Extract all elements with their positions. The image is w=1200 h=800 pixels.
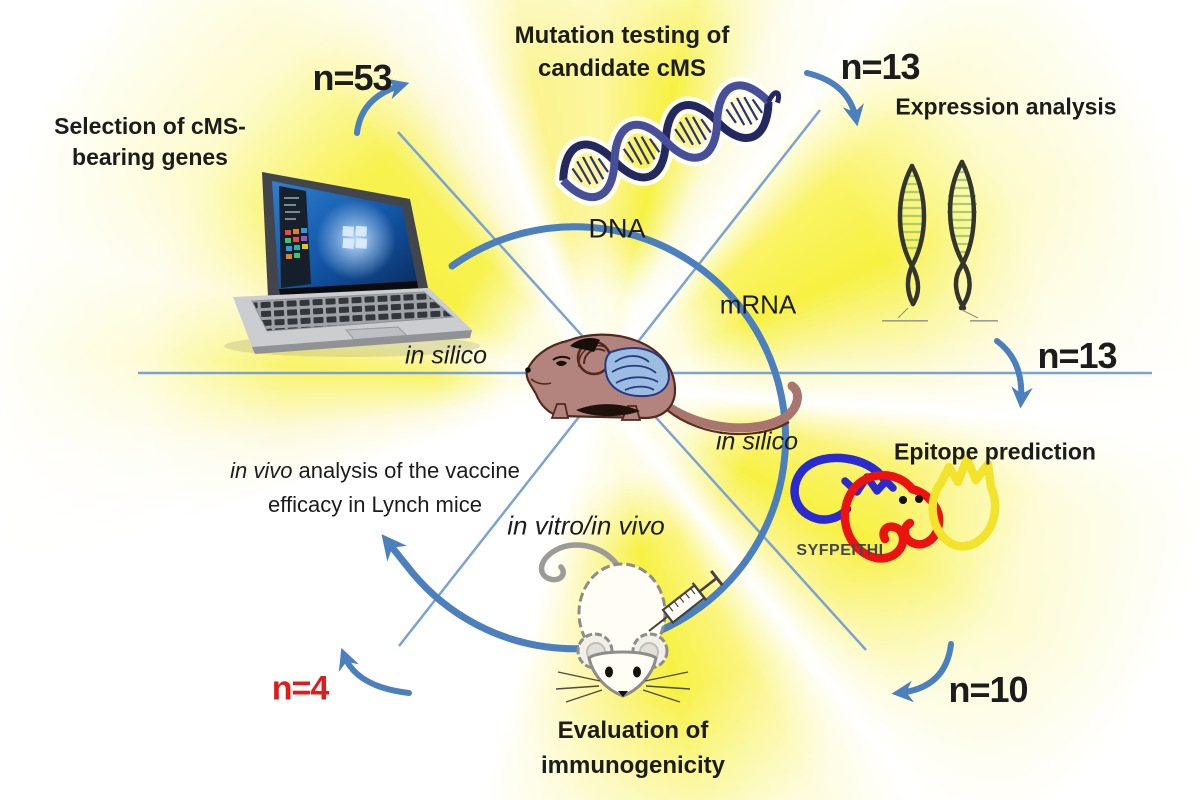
count-selection-to-mutation: n=53: [312, 57, 392, 98]
ring-label-in-vitro-in-vivo: in vitro/in vivo: [507, 510, 665, 541]
syringe-icon: [648, 570, 724, 632]
step-arrows: [338, 70, 1033, 703]
arrow-epitope-to-evaluation: [891, 641, 954, 703]
rna-hybridization-icon: [882, 159, 998, 322]
evaluation-line1: Evaluation of: [557, 717, 709, 744]
mouse-tail: [538, 542, 625, 583]
efficacy-stage-label: in vivo analysis of the vaccine efficacy…: [230, 454, 520, 522]
selection-stage-label: Selection of cMS- bearing genes: [54, 111, 246, 173]
selection-line1: Selection of cMS-: [54, 113, 246, 139]
efficacy-italic-prefix: in vivo: [230, 458, 293, 483]
efficacy-line1: in vivo analysis of the vaccine: [230, 454, 520, 488]
count-epitope-to-evaluation: n=10: [948, 669, 1028, 710]
arrow-expression-to-epitope: [994, 338, 1033, 409]
dna-helix-icon: [554, 76, 782, 206]
windows-logo-icon: [342, 225, 368, 249]
center-mouse-icon: [525, 333, 802, 436]
efficacy-line1-rest: analysis of the vaccine: [292, 458, 520, 483]
evaluation-stage-label: Evaluation of immunogenicity: [541, 713, 725, 783]
epitope-stage-label: Epitope prediction: [894, 438, 1096, 465]
evaluation-line2: immunogenicity: [540, 752, 726, 779]
intestine-graphic: [604, 347, 670, 398]
efficacy-line2: efficacy in Lynch mice: [268, 492, 482, 517]
workflow-cycle-arrow: [381, 223, 790, 653]
ring-label-dna: DNA: [588, 213, 646, 244]
laptop-keyboard: [251, 291, 455, 332]
mutation-line2: candidate cMS: [537, 55, 707, 82]
arrow-evaluation-to-efficacy: [338, 647, 412, 696]
count-evaluation-to-efficacy: n=4: [271, 669, 330, 708]
syfpeithi-logo-icon: [790, 453, 1000, 563]
start-menu-tiles: [285, 228, 308, 259]
laptop-icon: [224, 172, 480, 357]
expression-stage-label: Expression analysis: [895, 93, 1117, 120]
ring-label-in-silico-lower: in silico: [716, 427, 798, 456]
selection-line2: bearing genes: [72, 144, 228, 170]
ring-label-in-silico-upper: in silico: [405, 341, 487, 370]
ring-label-mrna: mRNA: [719, 289, 797, 320]
injected-mouse-icon: [538, 542, 724, 703]
arrow-selection-to-mutation: [354, 78, 410, 136]
count-expression-to-epitope: n=13: [1037, 335, 1117, 376]
mutation-stage-label: Mutation testing of candidate cMS: [515, 19, 730, 85]
mutation-line1: Mutation testing of: [514, 22, 730, 49]
arrow-mutation-to-expression: [804, 70, 864, 127]
syfpeithi-tool-label: SYFPEITHI: [796, 542, 884, 559]
count-mutation-to-expression: n=13: [840, 46, 920, 87]
